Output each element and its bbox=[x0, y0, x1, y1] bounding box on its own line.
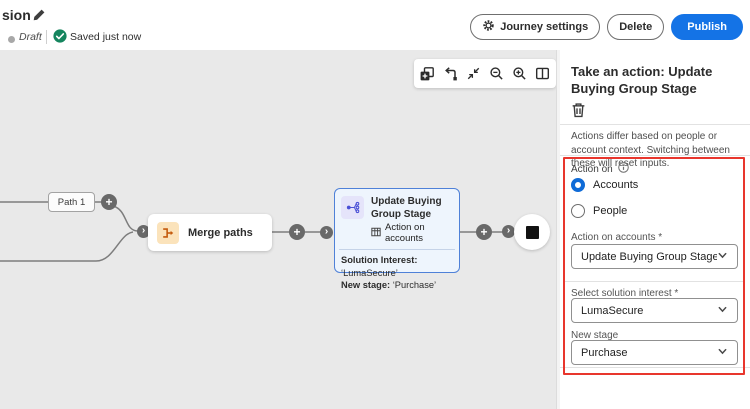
saved-check-icon bbox=[53, 29, 67, 48]
fit-to-view-icon[interactable] bbox=[463, 64, 483, 84]
field-label-text: Action on accounts bbox=[571, 232, 656, 243]
saved-status-label: Saved just now bbox=[70, 31, 142, 43]
action-on-accounts-field-label: Action on accounts * bbox=[571, 232, 662, 243]
chevron-right-icon: › bbox=[137, 225, 150, 238]
select-value: Update Buying Group Stage bbox=[581, 250, 717, 263]
detail-label: Solution Interest: bbox=[341, 255, 418, 265]
draft-status-dot-icon bbox=[8, 36, 15, 43]
zoom-out-icon[interactable] bbox=[487, 64, 507, 84]
field-label-text: New stage bbox=[571, 330, 619, 341]
chevron-down-icon bbox=[717, 302, 728, 320]
merge-node-title: Merge paths bbox=[188, 226, 253, 239]
detail-label: New stage: bbox=[341, 280, 391, 290]
canvas-zoom-toolbar bbox=[414, 59, 556, 88]
action-on-accounts-select[interactable]: Update Buying Group Stage bbox=[571, 244, 738, 269]
node-detail-solution-interest: Solution Interest: ‘LumaSecure’ bbox=[341, 254, 453, 279]
add-node-button-after-merge[interactable]: + bbox=[289, 224, 305, 240]
action-node-context: Action on accounts bbox=[371, 222, 453, 244]
path-label-text: Path 1 bbox=[57, 196, 86, 208]
chevron-right-icon: › bbox=[320, 226, 333, 239]
radio-selected-icon[interactable] bbox=[571, 178, 585, 192]
connector-lines bbox=[0, 201, 507, 262]
info-icon[interactable] bbox=[617, 162, 629, 176]
panel-title: Take an action: Update Buying Group Stag… bbox=[571, 64, 713, 96]
action-node-header: Update Buying Group Stage bbox=[341, 196, 453, 221]
edit-title-pencil-icon[interactable] bbox=[31, 8, 47, 24]
add-node-button-after-action[interactable]: + bbox=[476, 224, 492, 240]
action-node-title: Update Buying Group Stage bbox=[371, 196, 442, 220]
data-table-icon bbox=[371, 227, 381, 240]
required-asterisk: * bbox=[674, 288, 679, 299]
radio-accounts-label: Accounts bbox=[593, 179, 639, 191]
journey-settings-label: Journey settings bbox=[500, 21, 589, 33]
radio-option-people[interactable]: People bbox=[571, 204, 627, 218]
merge-paths-node[interactable]: Merge paths bbox=[148, 214, 272, 251]
radio-unselected-icon[interactable] bbox=[571, 204, 585, 218]
required-asterisk: * bbox=[658, 232, 663, 243]
add-node-button-path1[interactable]: + bbox=[101, 194, 117, 210]
radio-option-accounts[interactable]: Accounts bbox=[571, 178, 638, 192]
panel-divider bbox=[560, 124, 750, 125]
node-detail-new-stage: New stage: ‘Purchase’ bbox=[341, 279, 453, 292]
merge-paths-icon bbox=[157, 221, 179, 244]
header-actions: Journey settings Delete Publish bbox=[470, 14, 743, 40]
gear-icon bbox=[482, 19, 495, 35]
chevron-down-icon bbox=[717, 344, 728, 362]
action-node-context-label: Action on accounts bbox=[385, 222, 425, 244]
duplicate-node-icon[interactable] bbox=[417, 64, 437, 84]
end-stop-icon bbox=[525, 225, 539, 239]
journey-settings-button[interactable]: Journey settings bbox=[470, 14, 601, 40]
field-label-text: Select solution interest bbox=[571, 288, 672, 299]
delete-label: Delete bbox=[619, 21, 653, 33]
publish-button[interactable]: Publish bbox=[671, 14, 743, 40]
action-config-panel: Take an action: Update Buying Group Stag… bbox=[560, 50, 750, 409]
draft-status-label: Draft bbox=[19, 31, 42, 43]
journey-canvas[interactable]: Path 1 + › Merge paths + › Update Buying… bbox=[0, 50, 556, 409]
path-label[interactable]: Path 1 bbox=[48, 192, 95, 212]
new-stage-select[interactable]: Purchase bbox=[571, 340, 738, 365]
select-value: LumaSecure bbox=[581, 304, 644, 317]
panel-divider bbox=[560, 155, 750, 156]
zoom-in-icon[interactable] bbox=[510, 64, 530, 84]
journey-end-node[interactable] bbox=[514, 214, 550, 250]
delete-button[interactable]: Delete bbox=[607, 14, 665, 40]
panel-scrollbar-gutter[interactable] bbox=[556, 50, 560, 409]
delete-node-trash-icon[interactable] bbox=[569, 102, 587, 120]
detail-value: ‘LumaSecure’ bbox=[341, 267, 398, 278]
chevron-right-icon: › bbox=[502, 225, 515, 238]
elbow-connector-icon[interactable] bbox=[440, 64, 460, 84]
solution-interest-field-label: Select solution interest * bbox=[571, 288, 678, 299]
journey-title: sion bbox=[2, 7, 31, 23]
action-on-label: Action on bbox=[571, 163, 613, 175]
action-on-field-label-row: Action on bbox=[571, 162, 629, 176]
select-value: Purchase bbox=[581, 346, 628, 359]
status-divider bbox=[46, 30, 47, 44]
panel-divider bbox=[563, 281, 745, 282]
chevron-down-icon bbox=[717, 248, 728, 266]
detail-value: ‘Purchase’ bbox=[392, 280, 437, 290]
publish-label: Publish bbox=[687, 21, 727, 33]
overview-map-icon[interactable] bbox=[533, 64, 553, 84]
node-divider bbox=[339, 249, 455, 250]
panel-divider bbox=[560, 367, 750, 368]
solution-interest-select[interactable]: LumaSecure bbox=[571, 298, 738, 323]
action-branch-icon bbox=[341, 196, 364, 219]
radio-people-label: People bbox=[593, 205, 628, 217]
update-buying-group-stage-node[interactable]: Update Buying Group Stage Action on acco… bbox=[334, 188, 460, 290]
new-stage-field-label: New stage bbox=[571, 330, 618, 341]
top-bar: sion Draft Saved just now Journey settin… bbox=[0, 0, 750, 50]
